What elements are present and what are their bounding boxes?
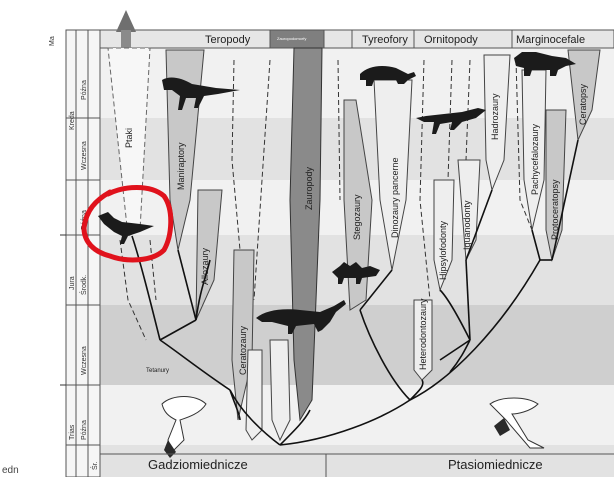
group-header: Teropody Zauropodomorfy Tyreofory Ornito… xyxy=(100,30,614,48)
label-tetanury: Tetanury xyxy=(146,368,169,374)
time-scale: Ma Kreda Jura Trias Późna Wczesna Późna … xyxy=(49,30,100,477)
header-marginocefale: Marginocefale xyxy=(516,34,585,46)
label-ceratopsy: Ceratopsy xyxy=(578,83,588,125)
age-axis-label: Ma xyxy=(49,36,56,46)
label-zauropody: Zauropody xyxy=(304,166,314,210)
band-early-jurassic xyxy=(100,305,614,385)
corner-fragment-text: edn xyxy=(2,465,19,476)
epoch-late-triassic: Późna xyxy=(81,420,88,440)
header-tyreofory: Tyreofory xyxy=(362,34,408,46)
label-ankylozaury: Dinozaury pancerne xyxy=(390,157,400,238)
label-stegozaury: Stegozaury xyxy=(352,194,362,240)
period-kreda: Kreda xyxy=(69,111,76,130)
label-gadziomiednicze: Gadziomiednicze xyxy=(148,457,248,472)
label-ptaki: Ptaki xyxy=(124,128,134,148)
label-iguanodonty: Iguanodonty xyxy=(462,200,472,250)
header-teropody: Teropody xyxy=(205,34,251,46)
epoch-early-cretaceous: Wczesna xyxy=(81,141,88,170)
header-ornitopody: Ornitopody xyxy=(424,34,478,46)
label-pachycefalozaury: Pachycefalozaury xyxy=(530,123,540,195)
period-trias: Trias xyxy=(69,424,76,440)
label-ceratozaury: Ceratozaury xyxy=(238,325,248,375)
clade-heterodontozaury: Heterodontozaury xyxy=(414,298,432,380)
epoch-middle-jurassic: Środk. xyxy=(79,275,88,295)
epoch-middle-triassic: Śr. xyxy=(90,461,99,470)
label-hadrozaury: Hadrozaury xyxy=(490,93,500,140)
label-heterodontozaury: Heterodontozaury xyxy=(418,298,428,370)
label-maniraptory: Maniraptory xyxy=(176,142,186,190)
period-jura: Jura xyxy=(69,276,76,290)
label-ptasiomiednicze: Ptasiomiednicze xyxy=(448,457,543,472)
epoch-late-cretaceous: Późna xyxy=(81,80,88,100)
label-hipsylofodonty: Hipsylofodonty xyxy=(438,220,448,280)
header-zauropodomorfy: Zauropodomorfy xyxy=(277,36,306,41)
epoch-early-jurassic: Wczesna xyxy=(81,346,88,375)
